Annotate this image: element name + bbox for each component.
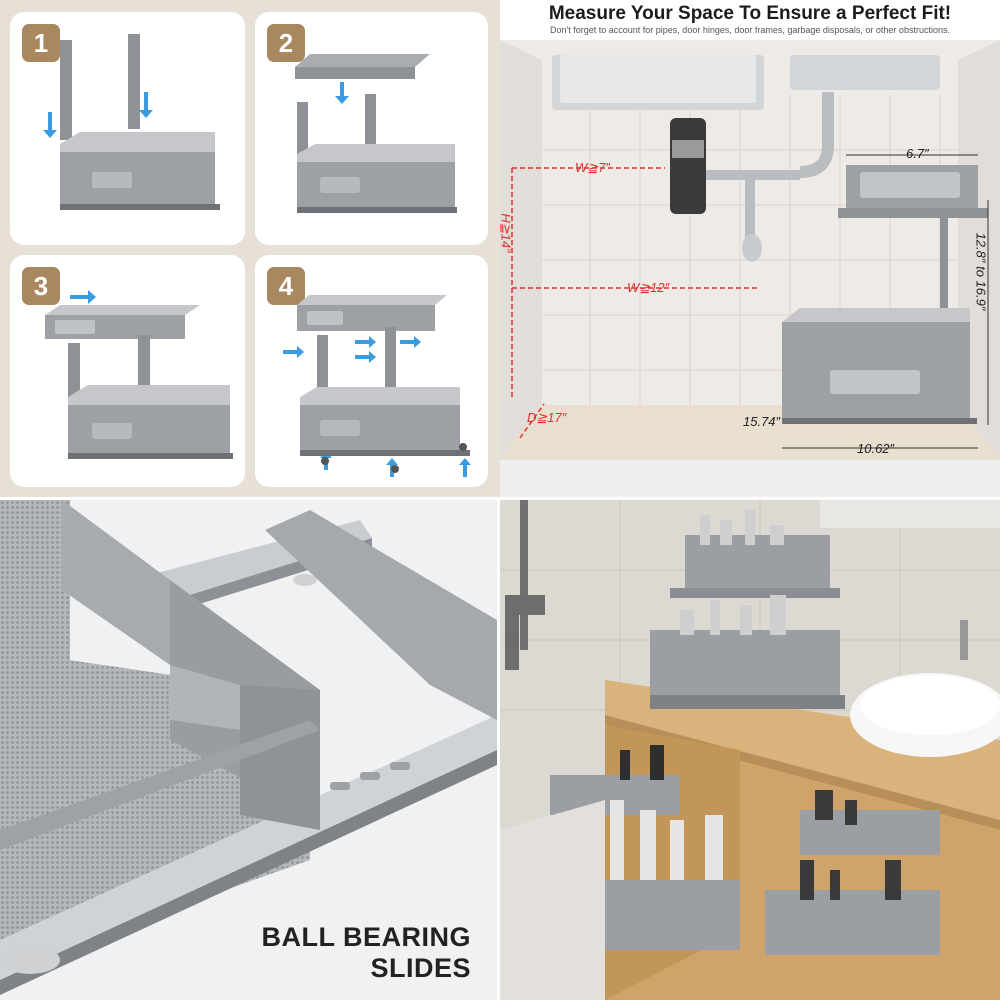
step-3-illustration	[45, 290, 233, 459]
step-4-card: 4	[255, 255, 488, 487]
slides-title-line2: SLIDES	[370, 953, 471, 983]
measure-subtitle: Don't forget to account for pipes, door …	[550, 25, 950, 35]
step-2-badge: 2	[267, 24, 305, 62]
step-4-illustration	[283, 295, 471, 477]
measure-title: Measure Your Space To Ensure a Perfect F…	[548, 3, 952, 24]
bathroom-scene-panel	[500, 500, 1000, 1000]
step-1-badge: 1	[22, 24, 60, 62]
step-2-card: 2	[255, 12, 488, 245]
step-3-card: 3	[10, 255, 245, 487]
step-2-illustration	[295, 54, 457, 213]
slides-closeup-panel: BALL BEARING SLIDES	[0, 500, 497, 1000]
dim-width-7: W≧7″	[575, 160, 610, 175]
slide-closeup-illustration	[0, 500, 497, 1000]
dim-height-14: H≧14″	[500, 213, 514, 253]
dim-height-range: 12.8″ to 16.9″	[973, 232, 989, 311]
step-1-illustration	[43, 34, 220, 210]
dim-depth-17: D≧17″	[527, 410, 567, 425]
slides-title-line1: BALL BEARING	[261, 922, 471, 952]
assembly-steps-panel: 1 2 3	[0, 0, 500, 497]
cabinet-illustration	[500, 40, 1000, 497]
step-4-badge: 4	[267, 267, 305, 305]
step-1-card: 1	[10, 12, 245, 245]
dim-top-width: 6.7″	[906, 146, 929, 161]
dim-base-depth: 15.74″	[743, 414, 781, 429]
bathroom-scene-illustration	[500, 500, 1000, 1000]
dim-base-width: 10.62″	[857, 441, 895, 456]
step-3-badge: 3	[22, 267, 60, 305]
dim-width-12: W≧12″	[627, 280, 670, 295]
measurement-panel: Measure Your Space To Ensure a Perfect F…	[500, 0, 1000, 497]
